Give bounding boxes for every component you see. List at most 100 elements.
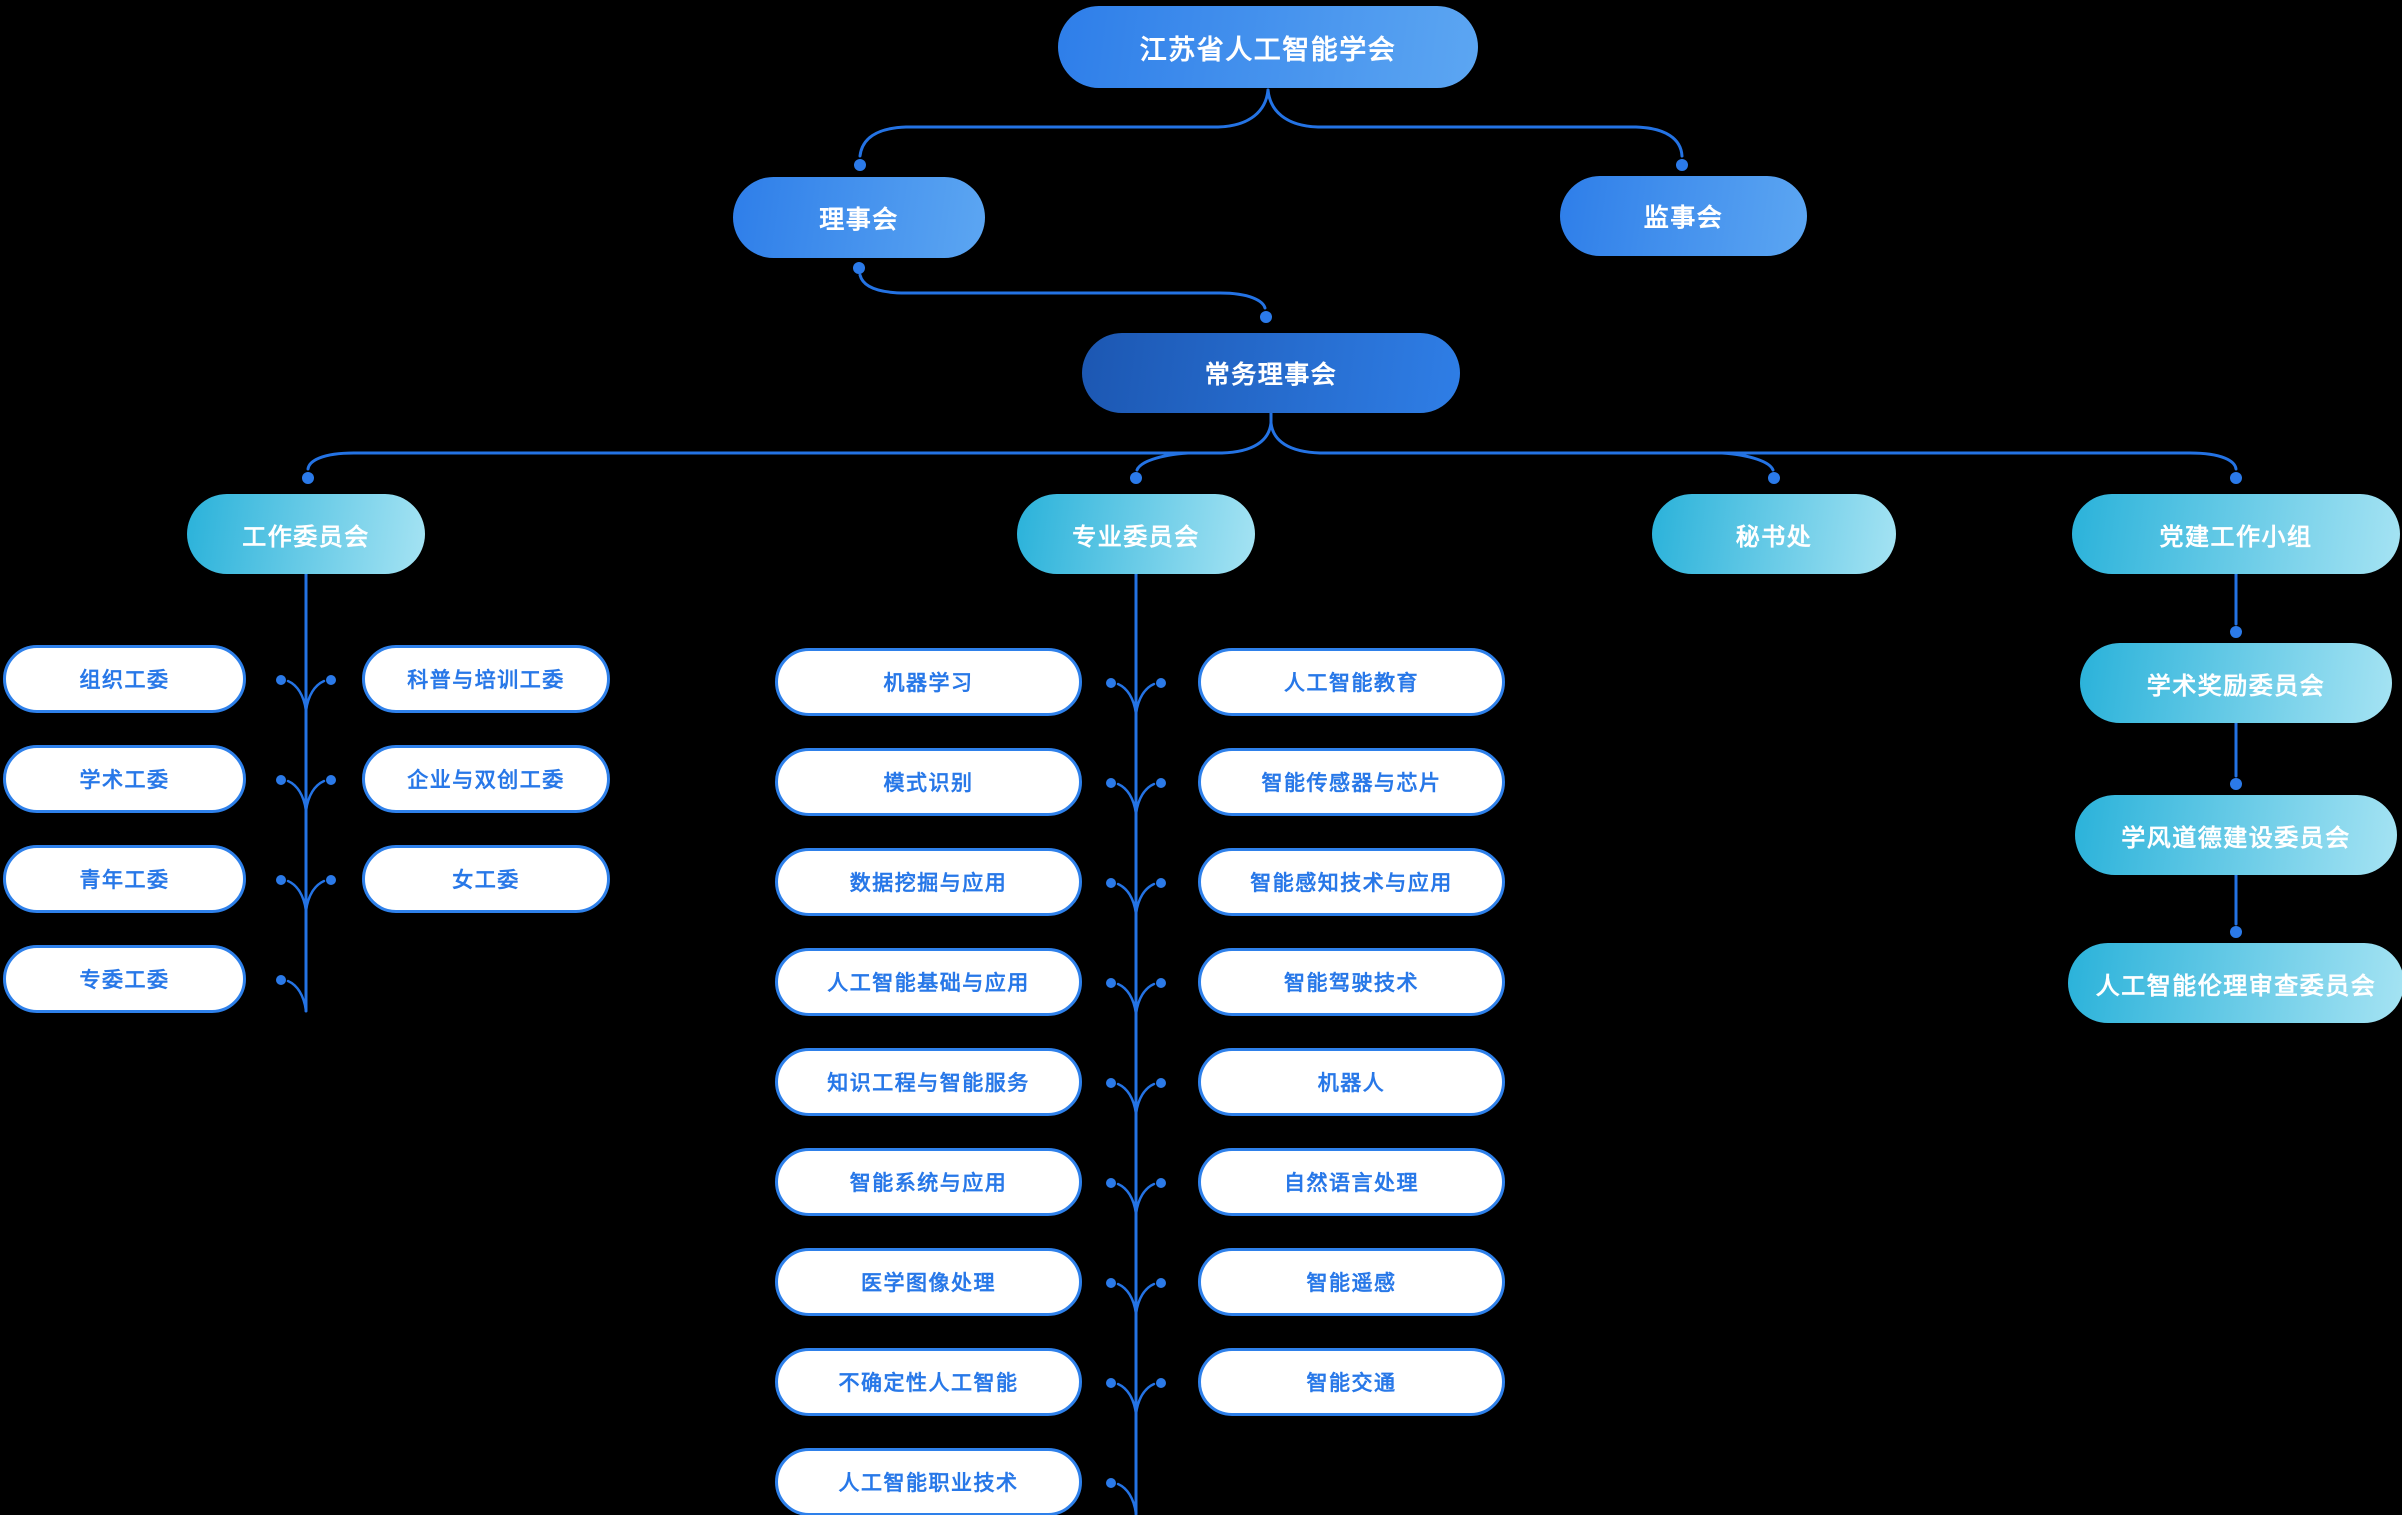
professional-committee-pill: 智能系统与应用 bbox=[775, 1148, 1082, 1216]
work-committee-pill: 科普与培训工委 bbox=[362, 645, 610, 713]
connector-dot bbox=[326, 775, 336, 785]
connector-path bbox=[1116, 1382, 1138, 1416]
connector-path bbox=[1134, 1282, 1156, 1316]
connector-dot bbox=[276, 875, 286, 885]
connector-dot bbox=[1156, 1278, 1166, 1288]
professional-committee-pill: 智能驾驶技术 bbox=[1198, 948, 1505, 1016]
connector-dot bbox=[1156, 1178, 1166, 1188]
node-supervisory-board: 监事会 bbox=[1560, 176, 1807, 256]
connector-path bbox=[1134, 882, 1156, 916]
professional-committee-pill: 数据挖掘与应用 bbox=[775, 848, 1082, 916]
professional-committee-pill: 智能传感器与芯片 bbox=[1198, 748, 1505, 816]
node-council: 理事会 bbox=[733, 177, 985, 258]
node-professional-committees: 专业委员会 bbox=[1017, 494, 1255, 574]
node-party-building-group: 党建工作小组 bbox=[2072, 494, 2400, 574]
connector-dot bbox=[1768, 472, 1780, 484]
connector-dot bbox=[276, 975, 286, 985]
connector-path bbox=[286, 679, 308, 713]
connector-dot bbox=[1106, 1378, 1116, 1388]
connector-dot bbox=[1106, 1078, 1116, 1088]
professional-committee-pill: 不确定性人工智能 bbox=[775, 1348, 1082, 1416]
connector-path bbox=[304, 879, 326, 913]
professional-committee-pill: 医学图像处理 bbox=[775, 1248, 1082, 1316]
professional-committee-pill: 机器人 bbox=[1198, 1048, 1505, 1116]
professional-committee-pill: 人工智能职业技术 bbox=[775, 1448, 1082, 1515]
connector-path bbox=[286, 979, 308, 1013]
connector-dot bbox=[1130, 472, 1142, 484]
work-committee-pill: 青年工委 bbox=[3, 845, 246, 913]
connector-path bbox=[1116, 982, 1138, 1016]
connector-dot bbox=[854, 159, 866, 171]
work-committee-pill: 企业与双创工委 bbox=[362, 745, 610, 813]
connector-path bbox=[1134, 1082, 1156, 1116]
node-jsai-society: 江苏省人工智能学会 bbox=[1058, 6, 1478, 88]
party-committee-pill: 学术奖励委员会 bbox=[2080, 643, 2392, 723]
connector-dot bbox=[276, 675, 286, 685]
connector-path bbox=[1134, 1182, 1156, 1216]
work-committee-pill: 专委工委 bbox=[3, 945, 246, 1013]
professional-committee-pill: 智能感知技术与应用 bbox=[1198, 848, 1505, 916]
connector-dot bbox=[1156, 878, 1166, 888]
connector-dot bbox=[1106, 1278, 1116, 1288]
connector-path bbox=[286, 779, 308, 813]
connector-dot bbox=[326, 675, 336, 685]
work-committee-pill: 学术工委 bbox=[3, 745, 246, 813]
connector-dot bbox=[1106, 1478, 1116, 1488]
connector-path bbox=[1720, 451, 1775, 472]
connector-dot bbox=[2230, 926, 2242, 938]
work-committee-pill: 女工委 bbox=[362, 845, 610, 913]
connector-dot bbox=[1156, 778, 1166, 788]
connector-path bbox=[1116, 1082, 1138, 1116]
connector-path bbox=[306, 421, 1273, 471]
connector-path bbox=[304, 679, 326, 713]
connector-dot bbox=[853, 262, 865, 274]
professional-committee-pill: 人工智能基础与应用 bbox=[775, 948, 1082, 1016]
connector-dot bbox=[302, 472, 314, 484]
party-committee-pill: 人工智能伦理审查委员会 bbox=[2068, 943, 2402, 1023]
connector-path bbox=[1116, 1282, 1138, 1316]
professional-committee-pill: 人工智能教育 bbox=[1198, 648, 1505, 716]
connector-path bbox=[1116, 1482, 1138, 1515]
connector-dot bbox=[326, 875, 336, 885]
connector-dot bbox=[1106, 878, 1116, 888]
connector-dot bbox=[1156, 1078, 1166, 1088]
connector-path bbox=[1134, 982, 1156, 1016]
connector-dot bbox=[1106, 678, 1116, 688]
connector-path bbox=[1116, 882, 1138, 916]
professional-committee-pill: 机器学习 bbox=[775, 648, 1082, 716]
connector-path bbox=[1134, 782, 1156, 816]
connector-dot bbox=[1676, 159, 1688, 171]
connector-path bbox=[1135, 451, 1190, 472]
connector-dot bbox=[276, 775, 286, 785]
node-work-committees: 工作委员会 bbox=[187, 494, 425, 574]
connector-dot bbox=[1106, 778, 1116, 788]
connector-path bbox=[286, 879, 308, 913]
connector-path bbox=[1116, 682, 1138, 716]
connector-dot bbox=[1156, 678, 1166, 688]
professional-committee-pill: 智能遥感 bbox=[1198, 1248, 1505, 1316]
professional-committee-pill: 自然语言处理 bbox=[1198, 1148, 1505, 1216]
connector-path bbox=[1134, 1382, 1156, 1416]
connector-path bbox=[304, 779, 326, 813]
professional-committee-pill: 知识工程与智能服务 bbox=[775, 1048, 1082, 1116]
connector-dot bbox=[2230, 472, 2242, 484]
connector-dot bbox=[1156, 1378, 1166, 1388]
professional-committee-pill: 模式识别 bbox=[775, 748, 1082, 816]
connector-path bbox=[1116, 782, 1138, 816]
work-committee-pill: 组织工委 bbox=[3, 645, 246, 713]
connector-dot bbox=[1156, 978, 1166, 988]
connector-dot bbox=[1106, 1178, 1116, 1188]
connector-dot bbox=[1106, 978, 1116, 988]
connector-path bbox=[858, 273, 1267, 310]
connector-dot bbox=[1260, 311, 1272, 323]
connector-path bbox=[1116, 1182, 1138, 1216]
connector-path bbox=[858, 88, 1270, 158]
professional-committee-pill: 智能交通 bbox=[1198, 1348, 1505, 1416]
connector-dot bbox=[2230, 778, 2242, 790]
connector-path bbox=[1134, 682, 1156, 716]
node-secretariat: 秘书处 bbox=[1652, 494, 1896, 574]
connector-dot bbox=[2230, 626, 2242, 638]
party-committee-pill: 学风道德建设委员会 bbox=[2075, 795, 2397, 875]
